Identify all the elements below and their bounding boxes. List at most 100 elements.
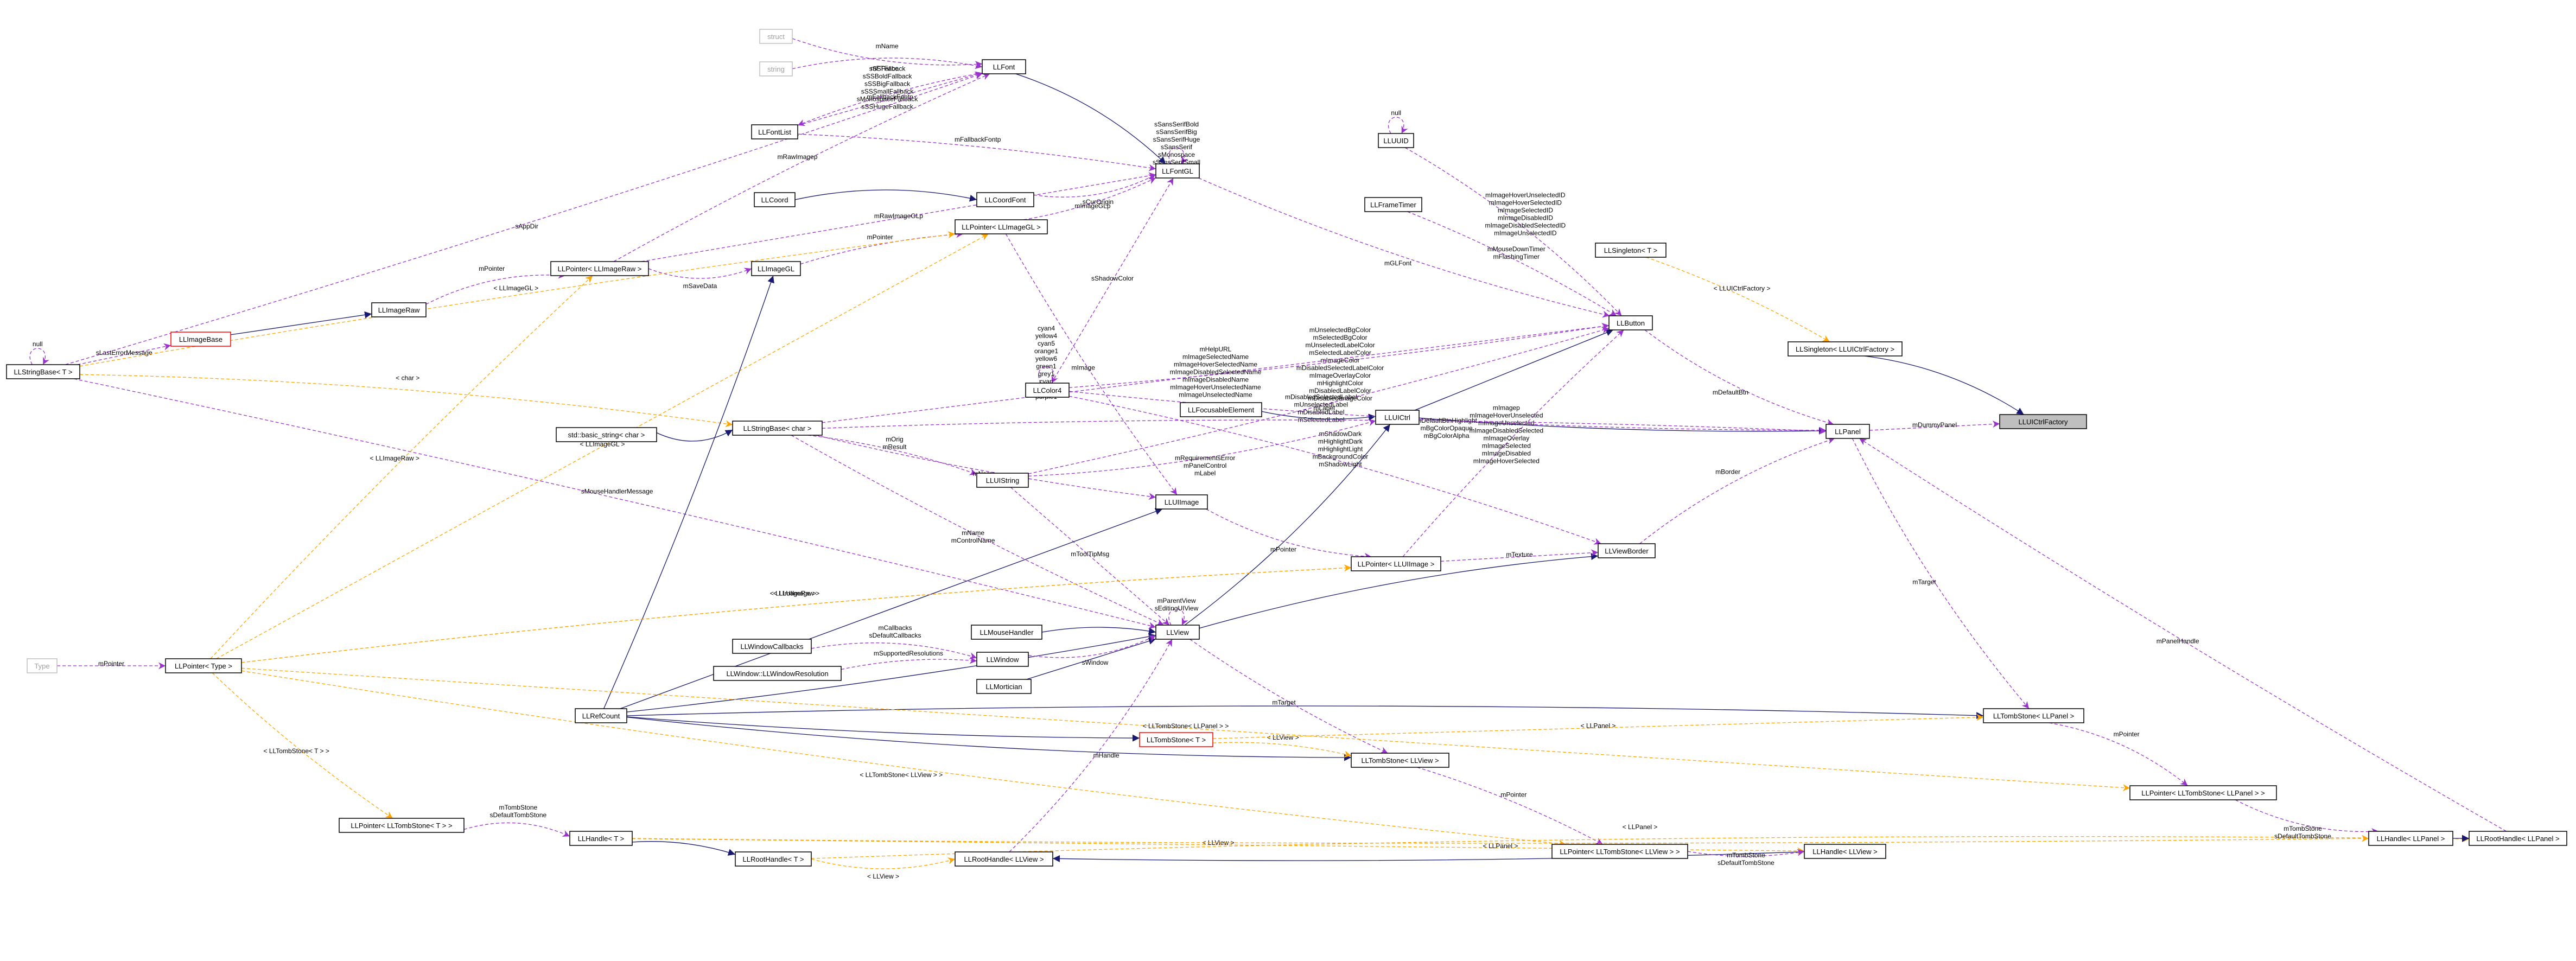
class-node-LLStringBaseT[interactable]: LLStringBase< T > [6,364,80,379]
edge-line [822,419,1827,435]
class-node-LLRootHandleView[interactable]: LLRootHandle< LLView > [955,851,1053,867]
class-node-LLFont[interactable]: LLFont [982,59,1026,74]
class-node-string[interactable]: string [759,61,793,77]
class-box [759,29,793,44]
class-node-struct[interactable]: struct [759,29,793,44]
class-node-LLButton[interactable]: LLButton [1608,315,1653,330]
edge-inherit-LLRefCount-to-LLImageGL [603,275,774,709]
class-label: LLButton [1617,319,1645,327]
class-node-LLPointerTombStoneView[interactable]: LLPointer< LLTombStone< LLView > > [1551,844,1688,859]
edge-label: < LLView > [867,873,899,880]
edge-line [463,822,570,837]
class-node-LLCoordFont[interactable]: LLCoordFont [976,192,1034,207]
class-node-LLFocusableElement[interactable]: LLFocusableElement [1180,402,1262,417]
class-node-LLHandlePanel[interactable]: LLHandle< LLPanel > [2368,831,2453,846]
class-label: LLPointer< LLImageRaw > [558,265,642,273]
class-node-LLHandleT[interactable]: LLHandle< T > [569,831,633,846]
class-node-LLPointerTombStoneT[interactable]: LLPointer< LLTombStone< T > > [339,818,465,833]
edge-line [77,343,171,365]
edge-line [241,564,1352,663]
class-node-LLSingletonFactory[interactable]: LLSingleton< LLUICtrlFactory > [1788,341,1903,357]
edge-inherit-LLRefCount-to-LLTombStoneView [626,717,1352,761]
class-node-LLTombStonePanel[interactable]: LLTombStone< LLPanel > [1983,708,2084,723]
class-node-LLPanel[interactable]: LLPanel [1826,424,1870,439]
class-label: LLStringBase< T > [14,368,73,376]
class-node-LLView[interactable]: LLView [1155,625,1200,640]
class-node-LLPointerT[interactable]: LLPointer< Type > [165,658,242,673]
edge-usage-LLFontGL-to-LLButton: mGLFont [1198,177,1610,318]
class-node-LLImageGL[interactable]: LLImageGL [751,261,801,276]
class-node-LLWindowCallbacks[interactable]: LLWindowCallbacks [732,639,812,654]
edge-label: < LLTombStone< LLView > > [860,771,943,779]
edge-label: < LLPanel > [1483,842,1518,850]
edge-line [626,705,1984,720]
class-node-LLWindowResolution[interactable]: LLWindow::LLWindowResolution [713,666,842,681]
class-node-LLSingletonT[interactable]: LLSingleton< T > [1595,243,1667,258]
edge-label: < LLView > [1267,734,1299,741]
class-node-LLUIImage[interactable]: LLUIImage [1155,494,1208,510]
class-label: LLUUID [1383,137,1408,145]
edge-label: mSaveData [683,282,717,290]
edge-template-LLHandleT-to-LLHandlePanel: < LLPanel > [632,835,2369,850]
edge-label: < LLImageRaw > [370,454,419,462]
edge-template-LLPointerT-to-LLPointerTombStoneView: < LLTombStone< LLView > > [241,670,1566,848]
class-label: LLCoordFont [985,196,1026,204]
class-node-LLUIString[interactable]: LLUIString [976,473,1029,488]
class-label: LLFrameTimer [1370,201,1416,209]
class-box [732,421,823,436]
class-box [955,851,1053,867]
class-box [1351,556,1441,571]
edge-inherit-LLRefCount-to-LLTombStonePanel [626,705,1984,720]
class-node-LLColor4[interactable]: LLColor4 [1025,383,1070,398]
class-node-Type[interactable]: Type [27,658,58,673]
edge-inherit-LLUICtrl-to-LLButton [1414,329,1614,411]
class-node-LLUICtrlFactory[interactable]: LLUICtrlFactory [1999,414,2087,429]
class-node-stdBasicString[interactable]: std::basic_string< char > [556,427,657,442]
class-node-LLUUID[interactable]: LLUUID [1378,133,1414,148]
class-node-LLCoord[interactable]: LLCoord [754,192,796,207]
edge-template-LLTombStoneT-to-LLTombStonePanel: < LLPanel > [1212,714,1984,739]
edge-label: < LLUIImage > [773,590,816,597]
edge-inherit-LLImageBase-to-LLImageRaw [230,311,372,335]
class-node-LLRefCount[interactable]: LLRefCount [575,708,627,723]
class-node-LLPointerTombStonePanel[interactable]: LLPointer< LLTombStone< LLPanel > > [2129,785,2277,800]
class-node-LLFrameTimer[interactable]: LLFrameTimer [1364,197,1422,212]
class-label: LLWindowCallbacks [740,642,804,651]
edge-label: mPointer [1270,546,1296,553]
edge-label: sMouseHandlerMessage [581,487,653,495]
class-node-LLViewBorder[interactable]: LLViewBorder [1598,543,1656,558]
class-node-LLTombStoneT[interactable]: LLTombStone< T > [1139,732,1213,747]
class-node-LLImageBase[interactable]: LLImageBase [170,332,231,347]
edge-line [626,633,1156,712]
class-node-LLPointerUIImage[interactable]: LLPointer< LLUIImage > [1351,556,1441,571]
class-node-LLTombStoneView[interactable]: LLTombStone< LLView > [1351,753,1449,768]
class-node-LLFontList[interactable]: LLFontList [751,124,798,139]
edge-label: < LLUICtrlFactory > [1714,285,1771,292]
edge-usage-LLImageRaw-to-LLPointerImageRaw: mPointer [425,265,565,305]
edge-line [1206,508,1372,560]
class-node-LLMortician[interactable]: LLMortician [976,679,1032,694]
edge-label: null [1391,109,1401,117]
class-node-LLMouseHandler[interactable]: LLMouseHandler [971,625,1042,640]
class-box [1364,197,1422,212]
class-node-LLImageRaw[interactable]: LLImageRaw [371,302,427,317]
edge-label: mPointer [479,265,505,272]
class-node-LLPointerImageRaw[interactable]: LLPointer< LLImageRaw > [550,261,649,276]
class-node-LLFontGL[interactable]: LLFontGL [1155,163,1200,179]
edge-label: mFTFace [871,65,899,72]
class-node-LLUICtrl[interactable]: LLUICtrl [1375,410,1420,425]
edge-inherit-LLRefCount-to-LLTombStoneT [626,716,1140,742]
class-box [1595,243,1667,258]
edge-usage-LLFontList-to-LLFont: mFallbackFontp [797,71,983,126]
class-node-LLStringBaseChar[interactable]: LLStringBase< char > [732,421,823,436]
class-node-LLRootHandleT[interactable]: LLRootHandle< T > [735,851,812,867]
class-node-LLHandleView[interactable]: LLHandle< LLView > [1804,844,1886,859]
class-node-LLRootHandlePanel[interactable]: LLRootHandle< LLPanel > [2469,831,2567,846]
edge-line [1168,147,1188,164]
class-node-LLPointerImageGL[interactable]: LLPointer< LLImageGL > [955,219,1048,234]
class-box [754,192,796,207]
class-node-LLWindow[interactable]: LLWindow [976,652,1029,667]
